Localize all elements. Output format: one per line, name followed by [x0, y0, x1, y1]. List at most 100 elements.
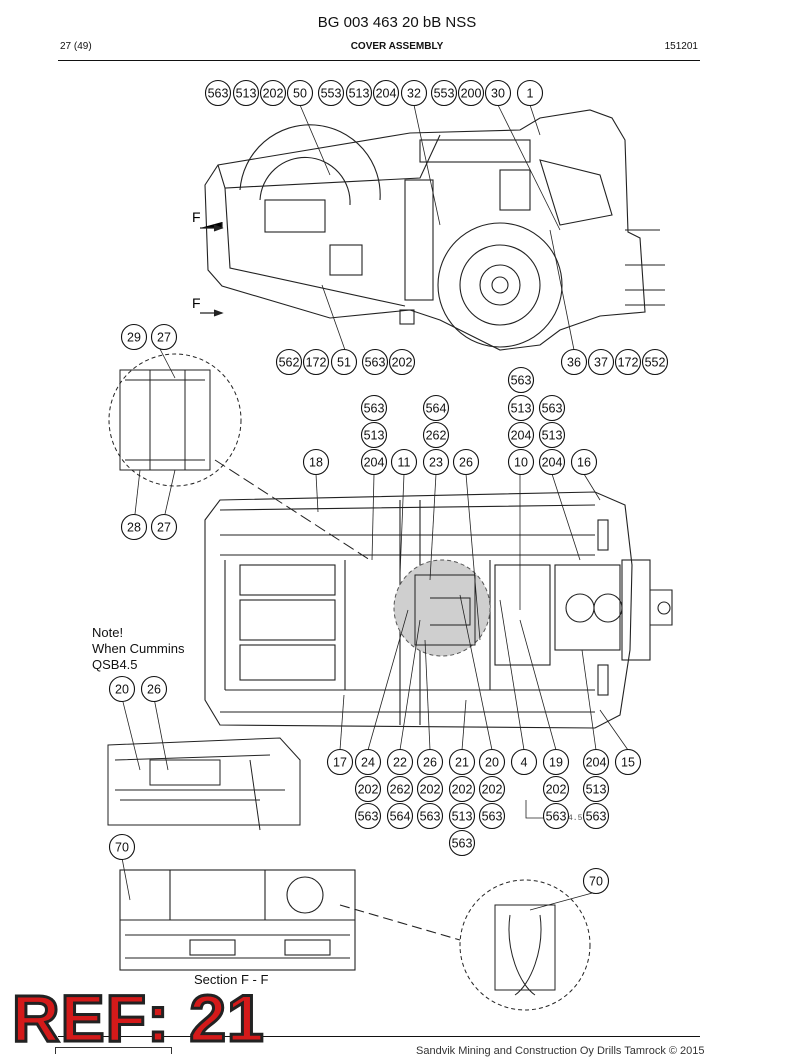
balloon-label: 202	[452, 783, 473, 797]
balloon-top-row: 50	[286, 79, 314, 107]
balloon-label: 202	[392, 356, 413, 370]
balloon-label: 513	[236, 87, 257, 101]
balloon-label: 563	[511, 374, 532, 388]
page-number: 27 (49)	[60, 41, 92, 52]
balloon-side-lower: 202	[388, 348, 416, 376]
section-label: Section F - F	[194, 972, 269, 987]
balloon-plan-bottom-row: 22	[386, 748, 414, 776]
balloon-label: 10	[514, 456, 528, 470]
balloon-top-row: 1	[516, 79, 544, 107]
header-rule	[58, 60, 700, 61]
balloon-label: 563	[364, 402, 385, 416]
balloon-side-right: 37	[587, 348, 615, 376]
balloon-label: 19	[549, 756, 563, 770]
balloon-plan-bottom-row: 17	[326, 748, 354, 776]
balloon-side-lower: 172	[302, 348, 330, 376]
balloon-plan-top-misc: 26	[452, 448, 480, 476]
balloon-plan-bottom-row2: 262	[386, 775, 414, 803]
balloon-label: 1	[527, 87, 534, 101]
footer-copyright: Sandvik Mining and Construction Oy Drill…	[416, 1045, 705, 1057]
note-line: When Cummins	[92, 641, 185, 656]
balloon-plan-top-misc: 10	[507, 448, 535, 476]
balloon-label: 36	[567, 356, 581, 370]
balloon-plan-col-a: 513	[360, 421, 388, 449]
balloon-label: 204	[586, 756, 607, 770]
balloon-label: 204	[376, 87, 397, 101]
dimension-text: 4.5	[568, 814, 583, 823]
note-heading: Note!	[92, 625, 124, 640]
balloon-label: 513	[452, 810, 473, 824]
side-view-drawing	[204, 109, 665, 351]
balloon-label: 513	[364, 429, 385, 443]
balloon-detail-top: 29	[120, 323, 148, 351]
balloon-plan-col-c: 513	[507, 394, 535, 422]
balloon-detail-top: 27	[150, 323, 178, 351]
balloon-label: 172	[306, 356, 327, 370]
balloon-plan-col-b: 23	[422, 448, 450, 476]
balloon-top-row: 202	[259, 79, 287, 107]
balloon-plan-bottom-row2: 202	[354, 775, 382, 803]
balloon-plan-col-c: 204	[507, 421, 535, 449]
balloon-plan-bottom-row2: 202	[542, 775, 570, 803]
balloon-plan-bottom-row3: 563	[582, 802, 610, 830]
section-f-view-drawing	[119, 869, 461, 971]
balloon-label: 15	[621, 756, 635, 770]
balloon-label: 51	[337, 356, 351, 370]
balloon-note-balloons: 20	[108, 675, 136, 703]
balloon-label: 563	[358, 810, 379, 824]
balloon-label: 563	[542, 402, 563, 416]
balloon-label: 563	[482, 810, 503, 824]
balloon-side-right: 172	[614, 348, 642, 376]
balloon-label: 553	[434, 87, 455, 101]
balloon-plan-bottom-row: 21	[448, 748, 476, 776]
balloon-label: 50	[293, 87, 307, 101]
balloon-note-balloons: 26	[140, 675, 168, 703]
balloon-label: 20	[115, 683, 129, 697]
balloon-top-row: 200	[457, 79, 485, 107]
sandvik-logo	[55, 1047, 172, 1054]
document-code: 151201	[664, 41, 698, 52]
balloon-label: 22	[393, 756, 407, 770]
balloon-label: 21	[455, 756, 469, 770]
balloon-label: 563	[452, 837, 473, 851]
balloon-label: 26	[147, 683, 161, 697]
balloon-label: 564	[390, 810, 411, 824]
section-f-markers	[200, 222, 224, 317]
balloon-label: 513	[586, 783, 607, 797]
balloon-plan-bottom-row: 20	[478, 748, 506, 776]
balloon-label: 563	[208, 87, 229, 101]
balloon-plan-bottom-row: 26	[416, 748, 444, 776]
balloon-label: 30	[491, 87, 505, 101]
balloon-label: 204	[511, 429, 532, 443]
balloon-plan-col-c: 563	[507, 366, 535, 394]
balloon-plan-bottom-row2: 202	[478, 775, 506, 803]
balloon-label: 262	[426, 429, 447, 443]
balloon-top-row: 513	[232, 79, 260, 107]
balloon-side-right: 552	[641, 348, 669, 376]
balloon-label: 513	[349, 87, 370, 101]
balloon-side-lower: 51	[330, 348, 358, 376]
balloon-top-row: 553	[317, 79, 345, 107]
balloon-label: 28	[127, 521, 141, 535]
balloon-label: 27	[157, 331, 171, 345]
balloon-plan-bottom-row3: 563	[478, 802, 506, 830]
balloon-label: 16	[577, 456, 591, 470]
balloon-label: 513	[542, 429, 563, 443]
balloon-label: 563	[420, 810, 441, 824]
balloon-label: 202	[420, 783, 441, 797]
footer-rule	[58, 1036, 700, 1037]
balloon-label: 202	[358, 783, 379, 797]
balloon-label: 37	[594, 356, 608, 370]
balloon-plan-bottom-row: 15	[614, 748, 642, 776]
balloon-label: 172	[618, 356, 639, 370]
highlight-circle	[393, 559, 491, 657]
balloon-plan-col-b: 564	[422, 394, 450, 422]
balloon-label: 204	[542, 456, 563, 470]
balloon-label: 202	[263, 87, 284, 101]
balloon-plan-bottom-row2: 202	[448, 775, 476, 803]
balloon-plan-bottom-row2: 202	[416, 775, 444, 803]
balloon-plan-col-d: 204	[538, 448, 566, 476]
detail-circle-bottom	[459, 879, 591, 1011]
balloon-top-row: 32	[400, 79, 428, 107]
section-marker-f-upper: F	[192, 209, 201, 225]
